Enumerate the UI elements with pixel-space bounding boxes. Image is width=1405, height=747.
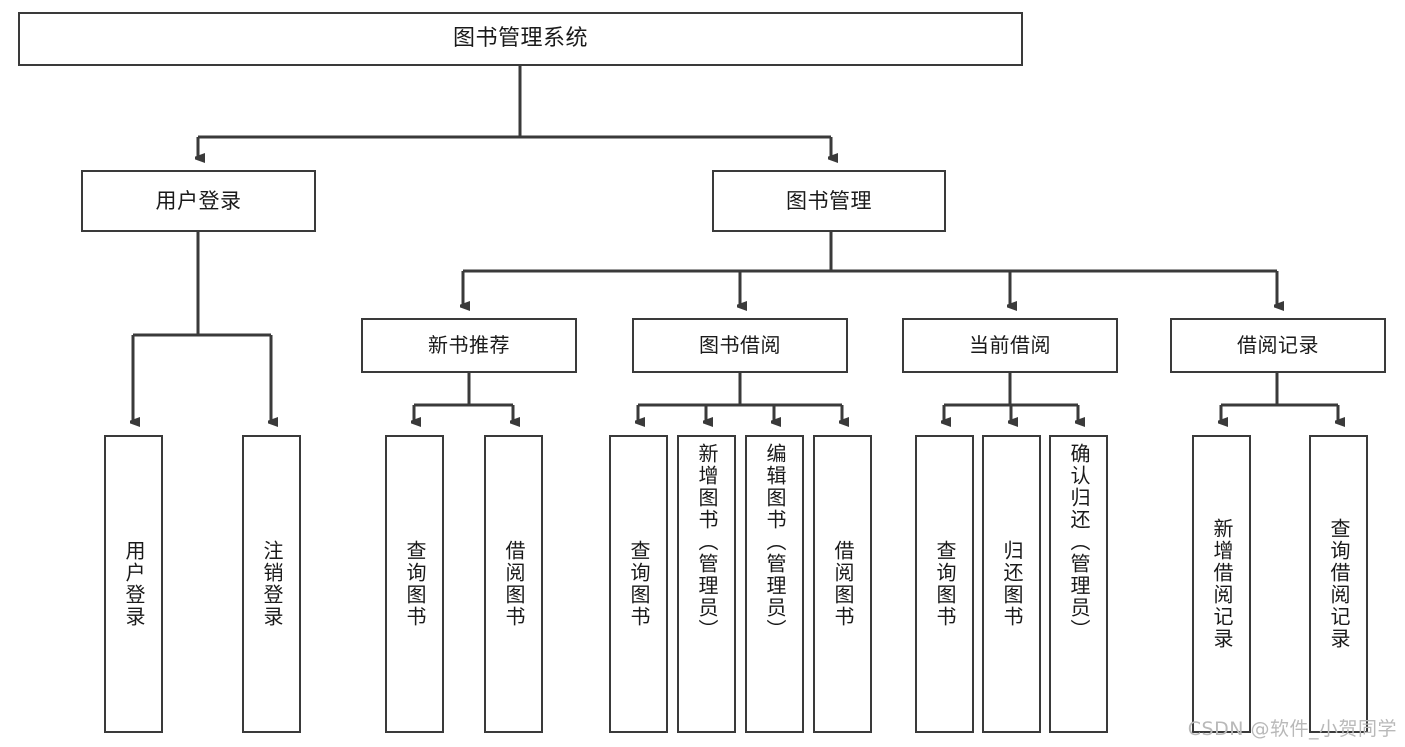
leaf-record-add-record[interactable]: 新增借阅记录 (1192, 435, 1251, 733)
node-label: 查询图书 (933, 540, 957, 628)
leaf-current-return-book[interactable]: 归还图书 (982, 435, 1041, 733)
node-borrow-record[interactable]: 借阅记录 (1170, 318, 1386, 373)
node-label: 查询借阅记录 (1327, 518, 1351, 650)
node-new-book-recommend[interactable]: 新书推荐 (361, 318, 577, 373)
leaf-user-logout[interactable]: 注销登录 (242, 435, 301, 733)
leaf-user-login[interactable]: 用户登录 (104, 435, 163, 733)
node-label: 新增图书（管理员） (695, 443, 719, 641)
node-user-login[interactable]: 用户登录 (81, 170, 316, 232)
node-label: 新书推荐 (428, 333, 510, 357)
watermark: CSDN @软件_小贺同学 (1187, 718, 1397, 740)
leaf-current-confirm-return-admin[interactable]: 确认归还（管理员） (1049, 435, 1108, 733)
node-label: 编辑图书（管理员） (763, 443, 787, 641)
node-label: 查询图书 (627, 540, 651, 628)
leaf-borrow-edit-book-admin[interactable]: 编辑图书（管理员） (745, 435, 804, 733)
node-label: 图书管理 (786, 188, 872, 213)
node-book-borrow[interactable]: 图书借阅 (632, 318, 848, 373)
leaf-borrow-query-book[interactable]: 查询图书 (609, 435, 668, 733)
leaf-recommend-query-book[interactable]: 查询图书 (385, 435, 444, 733)
node-label: 归还图书 (1000, 540, 1024, 628)
node-label: 新增借阅记录 (1210, 518, 1234, 650)
node-label: 借阅记录 (1237, 333, 1319, 357)
node-label: 注销登录 (260, 540, 284, 628)
leaf-record-query-record[interactable]: 查询借阅记录 (1309, 435, 1368, 733)
node-label: 用户登录 (122, 540, 146, 628)
leaf-borrow-borrow-book[interactable]: 借阅图书 (813, 435, 872, 733)
node-label: 确认归还（管理员） (1067, 443, 1091, 641)
node-label: 当前借阅 (969, 333, 1051, 357)
node-current-borrow[interactable]: 当前借阅 (902, 318, 1118, 373)
leaf-current-query-book[interactable]: 查询图书 (915, 435, 974, 733)
leaf-borrow-add-book-admin[interactable]: 新增图书（管理员） (677, 435, 736, 733)
node-label: 用户登录 (155, 188, 242, 213)
node-label: 借阅图书 (502, 540, 526, 628)
node-book-management[interactable]: 图书管理 (712, 170, 946, 232)
node-root-system[interactable]: 图书管理系统 (18, 12, 1023, 66)
node-label: 图书管理系统 (452, 26, 588, 52)
leaf-recommend-borrow-book[interactable]: 借阅图书 (484, 435, 543, 733)
node-label: 借阅图书 (831, 540, 855, 628)
node-label: 图书借阅 (699, 333, 781, 357)
node-label: 查询图书 (403, 540, 427, 628)
